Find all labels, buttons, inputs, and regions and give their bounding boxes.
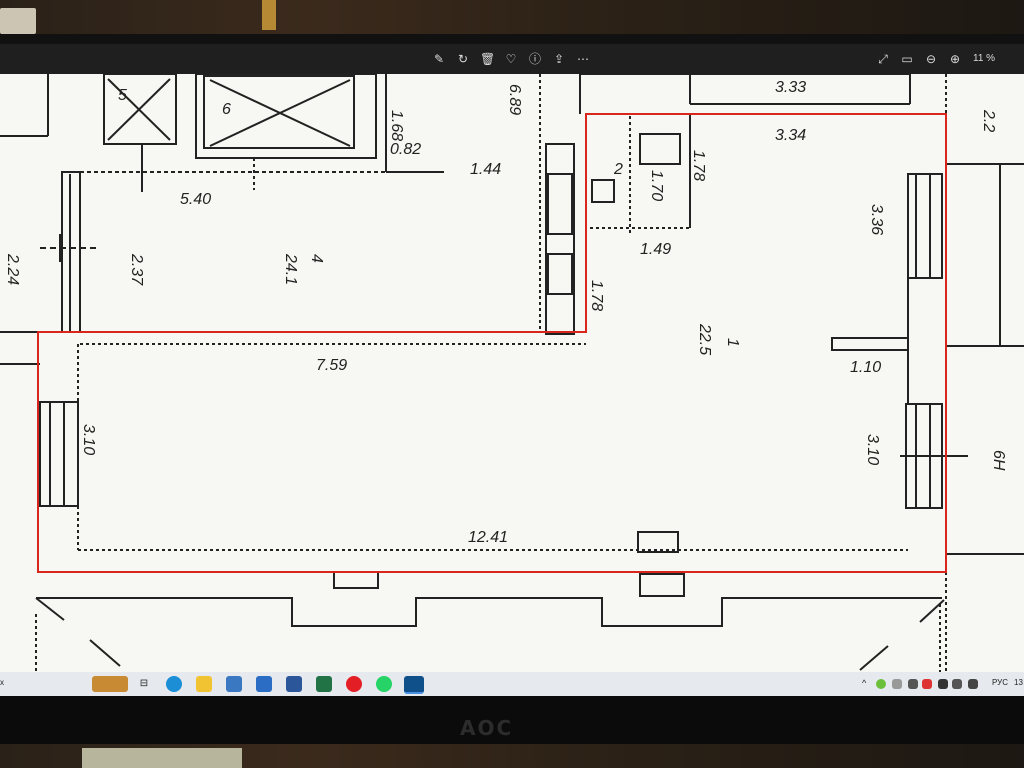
volume-icon[interactable] (968, 679, 978, 689)
battery-icon[interactable] (938, 679, 948, 689)
monitor-bottom-bezel (0, 696, 1024, 744)
dim-label: 3.33 (775, 79, 806, 96)
dim-label: 2 (613, 161, 623, 178)
whatsapp-icon[interactable] (376, 676, 392, 692)
dim-label: 2.24 (4, 253, 21, 285)
share-icon[interactable]: ⇪ (553, 52, 565, 66)
dim-label: 1.10 (850, 359, 881, 376)
fit-icon[interactable]: ▭ (901, 52, 913, 66)
monitor-brand-logo: AOC (460, 716, 514, 740)
dim-label: 6.89 (506, 84, 523, 115)
zoom-level: 11 % (973, 53, 996, 64)
zoom-in-icon[interactable]: ⊕ (949, 52, 961, 66)
dim-label: 6H (990, 450, 1007, 471)
rotate-icon[interactable]: ↻ (457, 52, 469, 66)
yandex-browser-icon[interactable] (346, 676, 362, 692)
edit-icon[interactable]: ✎ (433, 52, 445, 66)
dim-label: 7.59 (316, 357, 347, 374)
dim-label: 24.1 (282, 253, 299, 285)
windows-taskbar: x ⊟ ^ РУС 13 (0, 672, 1024, 696)
dim-label: 0.82 (390, 141, 421, 158)
network-icon[interactable] (952, 679, 962, 689)
dim-label: 3.10 (864, 434, 881, 465)
word-icon[interactable] (286, 676, 302, 692)
store-icon[interactable] (226, 676, 242, 692)
favorite-icon[interactable]: ♡ (505, 52, 517, 66)
dim-label: 2.2 (980, 109, 997, 132)
info-icon[interactable]: ⓘ (528, 52, 541, 66)
zoom-out-icon[interactable]: ⊖ (925, 52, 937, 66)
taskbar-partial-label: x (0, 678, 4, 687)
file-explorer-icon[interactable] (196, 676, 212, 692)
onedrive-icon[interactable] (892, 679, 902, 689)
dim-label: 1.68 (388, 110, 405, 141)
room-number: 6 (222, 101, 231, 118)
dim-label: 1.70 (648, 170, 665, 201)
tray-chevron-icon[interactable]: ^ (862, 678, 867, 688)
dim-label: 1.44 (470, 161, 501, 178)
dim-label: 1.49 (640, 241, 671, 258)
dim-label: 3.34 (775, 127, 806, 144)
shelf-light (262, 0, 276, 30)
room-number: 1 (724, 338, 741, 347)
dim-label: 2.37 (128, 253, 145, 286)
lamp-glow (0, 8, 36, 34)
photo-viewer-toolbar: ✎ ↻ 🗑 ♡ ⓘ ⇪ ⋯ ⤢ ▭ ⊖ ⊕ 11 % (0, 44, 1024, 74)
room-number: 4 (308, 254, 325, 263)
desk-paper (82, 748, 242, 768)
photos-icon[interactable] (404, 676, 424, 694)
edge-icon[interactable] (166, 676, 182, 692)
tray-icon[interactable] (908, 679, 918, 689)
highlight-outline (37, 113, 947, 573)
dim-label: 22.5 (696, 323, 713, 355)
dim-label: 1.78 (690, 150, 707, 181)
mail-icon[interactable] (256, 676, 272, 692)
floor-plan-image[interactable]: 1.68 0.82 6.89 1.44 3.33 3.34 2.2 5.40 2… (0, 74, 1024, 674)
language-indicator[interactable]: РУС (992, 678, 1009, 687)
task-view-icon[interactable]: ⊟ (139, 678, 149, 689)
tray-antivirus-icon[interactable] (922, 679, 932, 689)
tray-app-icon[interactable] (876, 679, 886, 689)
dim-label: 5.40 (180, 191, 211, 208)
more-icon[interactable]: ⋯ (577, 52, 589, 66)
clock-partial[interactable]: 13 (1014, 678, 1023, 687)
dim-label: 1.78 (588, 280, 605, 311)
dim-label: 12.41 (468, 529, 508, 546)
delete-icon[interactable]: 🗑 (480, 52, 496, 66)
dim-label: 3.10 (80, 424, 97, 455)
monitor-screen: ✎ ↻ 🗑 ♡ ⓘ ⇪ ⋯ ⤢ ▭ ⊖ ⊕ 11 % (0, 44, 1024, 696)
room-number: 5 (118, 87, 127, 104)
search-box-icon[interactable] (92, 676, 128, 692)
excel-icon[interactable] (316, 676, 332, 692)
expand-icon[interactable]: ⤢ (878, 52, 888, 66)
dim-label: 3.36 (868, 204, 885, 235)
